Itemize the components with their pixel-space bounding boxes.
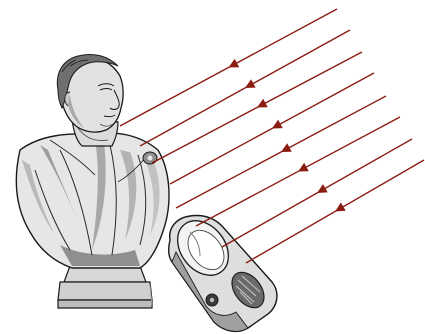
bust: [16, 54, 169, 308]
bust-pedestal: [58, 266, 152, 308]
bust-head: [57, 54, 123, 132]
camera: [167, 211, 277, 332]
camera-knob: [206, 294, 218, 306]
